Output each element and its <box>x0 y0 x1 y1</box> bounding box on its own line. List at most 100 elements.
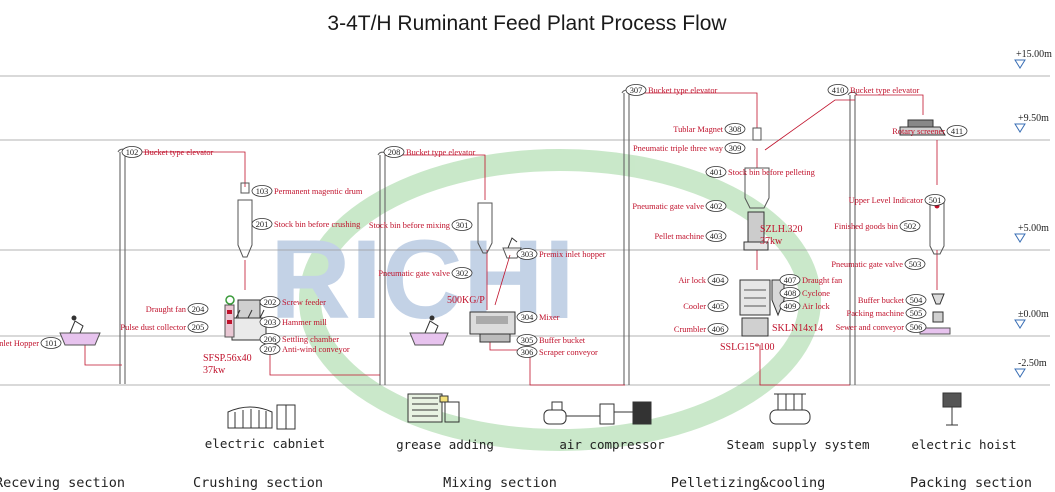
tag-number: 403 <box>710 232 723 241</box>
equipment-tag-411: 411 Rotary screener <box>892 125 968 137</box>
tag-number: 103 <box>256 187 269 196</box>
tag-label: Rotary screener <box>892 127 945 136</box>
tag-label: Pellet machine <box>654 232 704 241</box>
level-minus-2-5m: -2.50m <box>1018 358 1047 369</box>
tag-bubble <box>779 300 801 312</box>
tag-number: 306 <box>521 348 534 357</box>
tag-label: Cyclone <box>802 289 830 298</box>
tag-bubble <box>451 219 473 231</box>
tag-bubble <box>924 194 946 206</box>
stock-bin-before-pelleting <box>744 167 770 209</box>
tag-label: Upper Level Indicator <box>849 196 924 205</box>
tag-label: Stock bin before pelleting <box>728 168 816 177</box>
tag-number: 408 <box>784 289 797 298</box>
inlet-hopper <box>59 315 101 346</box>
equipment-tag-301: 301 Stock bin before mixing <box>369 219 473 231</box>
level-markers <box>1014 59 1026 378</box>
tag-bubble <box>187 303 209 315</box>
tag-label: Bucket type elevator <box>648 86 718 95</box>
pellet-power-spec: 37kw <box>760 236 783 247</box>
tag-bubble <box>779 287 801 299</box>
page-title: 3-4T/H Ruminant Feed Plant Process Flow <box>327 12 727 35</box>
tag-number: 301 <box>456 221 469 230</box>
level-0m: ±0.00m <box>1018 309 1049 320</box>
tag-bubble <box>904 258 926 270</box>
equipment-tag-402: 402 Pneumatic gate valve <box>632 200 727 212</box>
tag-number: 202 <box>264 298 277 307</box>
tag-label: Pneumatic gate valve <box>632 202 704 211</box>
tag-number: 302 <box>456 269 469 278</box>
equipment-tag-505: 505 Packing machine <box>847 307 927 319</box>
section-crushing: Crushing section <box>193 475 323 491</box>
tag-number: 101 <box>45 339 58 348</box>
tag-bubble <box>40 337 62 349</box>
section-mixing: Mixing section <box>443 475 557 491</box>
tag-number: 201 <box>256 220 269 229</box>
tag-label: Permanent magentic drum <box>274 187 363 196</box>
tag-number: 503 <box>909 260 922 269</box>
grease-adding-icon <box>407 393 460 423</box>
tag-bubble <box>259 343 281 355</box>
tag-number: 304 <box>521 313 534 322</box>
tag-label: Tublar Magnet <box>673 125 723 134</box>
tag-bubble <box>705 166 727 178</box>
packing-machine <box>919 293 951 335</box>
tag-number: 505 <box>910 309 923 318</box>
tag-number: 309 <box>729 144 742 153</box>
tag-label: Scraper conveyor <box>539 348 598 357</box>
level-15m: +15.00m <box>1016 49 1052 60</box>
tag-label: Packing machine <box>847 309 905 318</box>
section-pelletizing-cooling: Pelletizing&cooling <box>671 475 825 491</box>
finished-goods-bin <box>929 197 945 255</box>
tag-bubble <box>705 200 727 212</box>
tag-label: Air lock <box>678 276 706 285</box>
tag-number: 502 <box>904 222 917 231</box>
utility-electric-cabinet: electric cabniet <box>205 436 325 451</box>
tag-bubble <box>707 323 729 335</box>
tag-bubble <box>121 146 143 158</box>
tag-bubble <box>516 334 538 346</box>
tag-bubble <box>707 274 729 286</box>
tag-label: Bucket type elevator <box>144 148 214 157</box>
tag-bubble <box>905 307 927 319</box>
electric-hoist-icon <box>942 392 962 426</box>
tag-label: Stock bin before mixing <box>369 221 451 230</box>
tag-number: 504 <box>910 296 923 305</box>
tag-number: 207 <box>264 345 277 354</box>
tag-bubble <box>705 230 727 242</box>
pulse-dust-collector <box>224 304 235 338</box>
equipment-tag-408: 408 Cyclone <box>779 287 830 299</box>
level-9-5m: +9.50m <box>1018 113 1049 124</box>
mixer <box>469 311 516 343</box>
level-5m: +5.00m <box>1018 223 1049 234</box>
tag-label: Pneumatic gate valve <box>831 260 903 269</box>
tag-number: 410 <box>832 86 845 95</box>
tag-number: 402 <box>710 202 723 211</box>
tag-number: 308 <box>729 125 742 134</box>
permanent-magnetic-drum <box>240 182 250 194</box>
utility-steam-supply: Steam supply system <box>727 437 870 452</box>
tag-bubble <box>251 218 273 230</box>
section-packing: Packing section <box>910 475 1032 491</box>
cooler-model-spec: SKLN14x14 <box>772 323 823 334</box>
tag-number: 411 <box>951 127 963 136</box>
floor-levels <box>0 75 1050 386</box>
tag-number: 307 <box>630 86 643 95</box>
tag-number: 406 <box>712 325 725 334</box>
utility-air-compressor: air compressor <box>559 437 665 452</box>
tag-label: Sewer and conveyor <box>836 323 905 332</box>
electric-cabinet-icon <box>227 404 296 430</box>
stock-bin-before-crushing <box>237 199 253 258</box>
